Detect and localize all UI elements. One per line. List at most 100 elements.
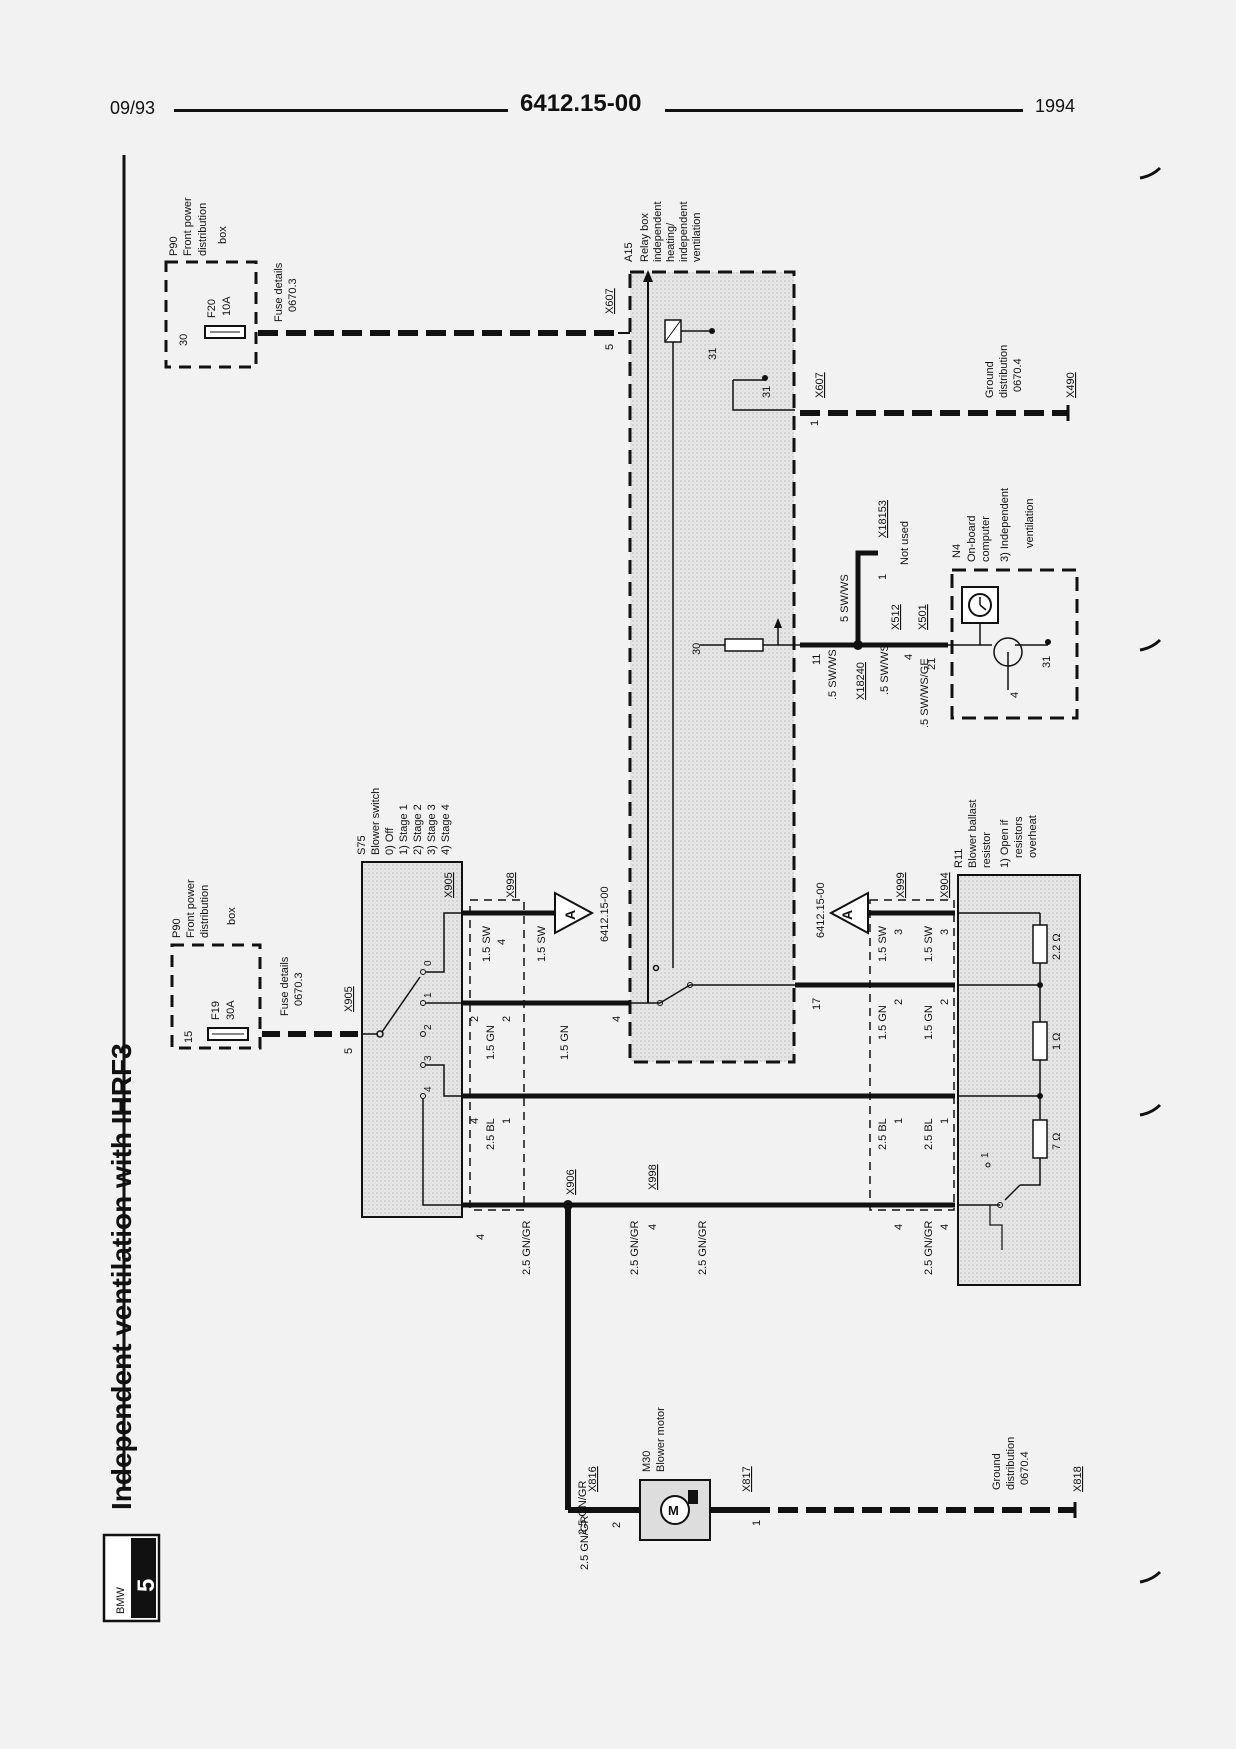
r11-value-1: 1 Ω [1051,1033,1063,1050]
p90-bottom-name-3: box [226,907,238,925]
conn-x998-a: X998 [505,872,517,898]
p90-top-details-2: 0670.3 [287,278,299,312]
s75-wire-pin-1a: 1 [501,1118,513,1124]
p90-bottom-details-2: 0670.3 [293,972,305,1006]
wire-label-gn-2: 1.5 GN [559,1025,571,1060]
conn-x817: X817 [741,1466,753,1492]
p90-bottom-box [170,943,262,1050]
n4-box [950,568,1079,720]
conn-x607-a: X607 [604,288,616,314]
conn-x905-b: X905 [443,872,455,898]
r11-wire-pin-2b: 2 [939,999,951,1005]
s75-pos-3: 3 [423,1055,434,1061]
m30-name: Blower motor [655,1407,667,1472]
fuse-f20-amps: 10A [221,296,233,316]
ground-bottom-name-2: distribution [1005,1437,1017,1490]
s75-pos-stage3: 3) Stage 3 [426,804,438,855]
conn-x906: X906 [565,1169,577,1195]
binder-mark [1139,166,1162,180]
a15-name-1: Relay box [639,213,651,262]
wire-label-bl-3: 2.5 BL [923,1118,935,1150]
p90-top-name-2: distribution [197,203,209,256]
s75-pin-5: 5 [343,1048,355,1054]
r11-note-2: resistors [1013,816,1025,858]
p90-bottom-pin: 15 [183,1031,195,1043]
wire-x18153 [855,550,878,645]
resistor-7-ohm [1032,1119,1048,1159]
wire-label-gn-1: 1.5 GN [485,1025,497,1060]
s75-connector-frame [469,899,525,1211]
n4-note-1: 3) Independent [999,488,1011,562]
fuse-f20-label: F20 [206,299,218,318]
wire-label-gngr-6: 2.5 GN/GR [577,1481,589,1535]
wire-label-gngr-5: 2.5 GN/GR [579,1516,591,1570]
p90-top-box [164,260,258,369]
r11-wire-pin-4a: 4 [893,1224,905,1230]
ground-top-connector: X490 [1065,372,1077,398]
bmw-series-logo: BMW 5 [102,1533,161,1623]
a15-pin-1: 1 [809,420,821,426]
s75-pos-stage1: 1) Stage 1 [398,804,410,855]
r11-name-1: Blower ballast [967,800,979,868]
x18153-pin-1: 1 [877,574,889,580]
r11-value-7: 7 Ω [1051,1133,1063,1150]
r11-note-3: overheat [1027,815,1039,858]
n4-ref: N4 [951,544,963,558]
n4-pin-3: 4 [1009,692,1021,698]
wire-label-sw-2: 1.5 SW [536,925,548,962]
s75-pos-stage2: 2) Stage 2 [412,804,424,855]
x512-pin-3: 4 [903,654,915,660]
s75-switch-box [361,861,463,1218]
s75-ref: S75 [356,835,368,855]
ground-top-name-1: Ground [984,361,996,398]
header-rule-right [665,109,1023,112]
s75-pos-1: 1 [423,992,434,998]
r11-wire-pin-3b: 3 [939,929,951,935]
logo-brand: BMW [115,1587,127,1615]
wire-label-gn-3: 1.5 GN [877,1005,889,1040]
wire-label-gngr-2: 2.5 GN/GR [629,1221,641,1275]
wire-label-gngr-3: 2.5 GN/GR [697,1221,709,1275]
conn-x905-a: X905 [343,986,355,1012]
r11-resistor-box [957,874,1081,1286]
header-doc-number: 6412.15-00 [520,90,642,117]
wire-label-sw-4: 1.5 SW [923,925,935,962]
r11-connector-frame [869,899,955,1211]
fuse-f19-amps: 30A [225,1000,237,1020]
p90-top-name-1: Front power [182,197,194,256]
conn-x501: X501 [917,604,929,630]
r11-wire-pin-2a: 2 [893,999,905,1005]
r11-note-1: 1) Open if [999,819,1011,868]
binder-mark [1139,1103,1162,1117]
a15-internal-resistor [724,638,764,652]
a15-pin-30: 30 [691,643,703,655]
offpage-arrow-a-right [828,891,869,935]
m30-motor-symbol: M [668,1503,679,1518]
s75-wire-pin-2b: 2 [501,1016,513,1022]
ground-top-name-3: 0670.4 [1012,358,1024,392]
s75-wire-pin-3a: 4 [496,939,508,945]
s75-pos-0: 0 [423,960,434,966]
s75-wire-pin-2a: 2 [469,1016,481,1022]
wire-label-swws-2: 5 SW/WS [839,574,851,622]
p90-top-ref: P90 [168,236,180,256]
r11-wire-pin-1a: 1 [893,1118,905,1124]
header-year: 1994 [1035,96,1076,116]
a15-ref: A15 [623,242,635,262]
wire-label-gngr-4: 2.5 GN/GR [923,1221,935,1275]
conn-x512: X512 [890,604,902,630]
a15-name-4: independent [678,201,690,262]
s75-switch-arm [381,976,421,1033]
ground-top-name-2: distribution [998,345,1010,398]
binder-mark [1139,638,1162,652]
n4-pin-31: 31 [1041,656,1053,668]
conn-x18153: X18153 [877,500,889,538]
wire-label-sw-1: 1.5 SW [481,925,493,962]
r11-wire-pin-1b: 1 [939,1118,951,1124]
arrow-a-right-label: A [839,910,855,920]
conn-x816: X816 [587,1466,599,1492]
s75-pos-off: 0) Off [384,827,396,855]
m30-pin-2: 2 [611,1522,623,1528]
p90-top-pin: 30 [178,334,190,346]
a15-pin-11: 11 [811,654,823,665]
